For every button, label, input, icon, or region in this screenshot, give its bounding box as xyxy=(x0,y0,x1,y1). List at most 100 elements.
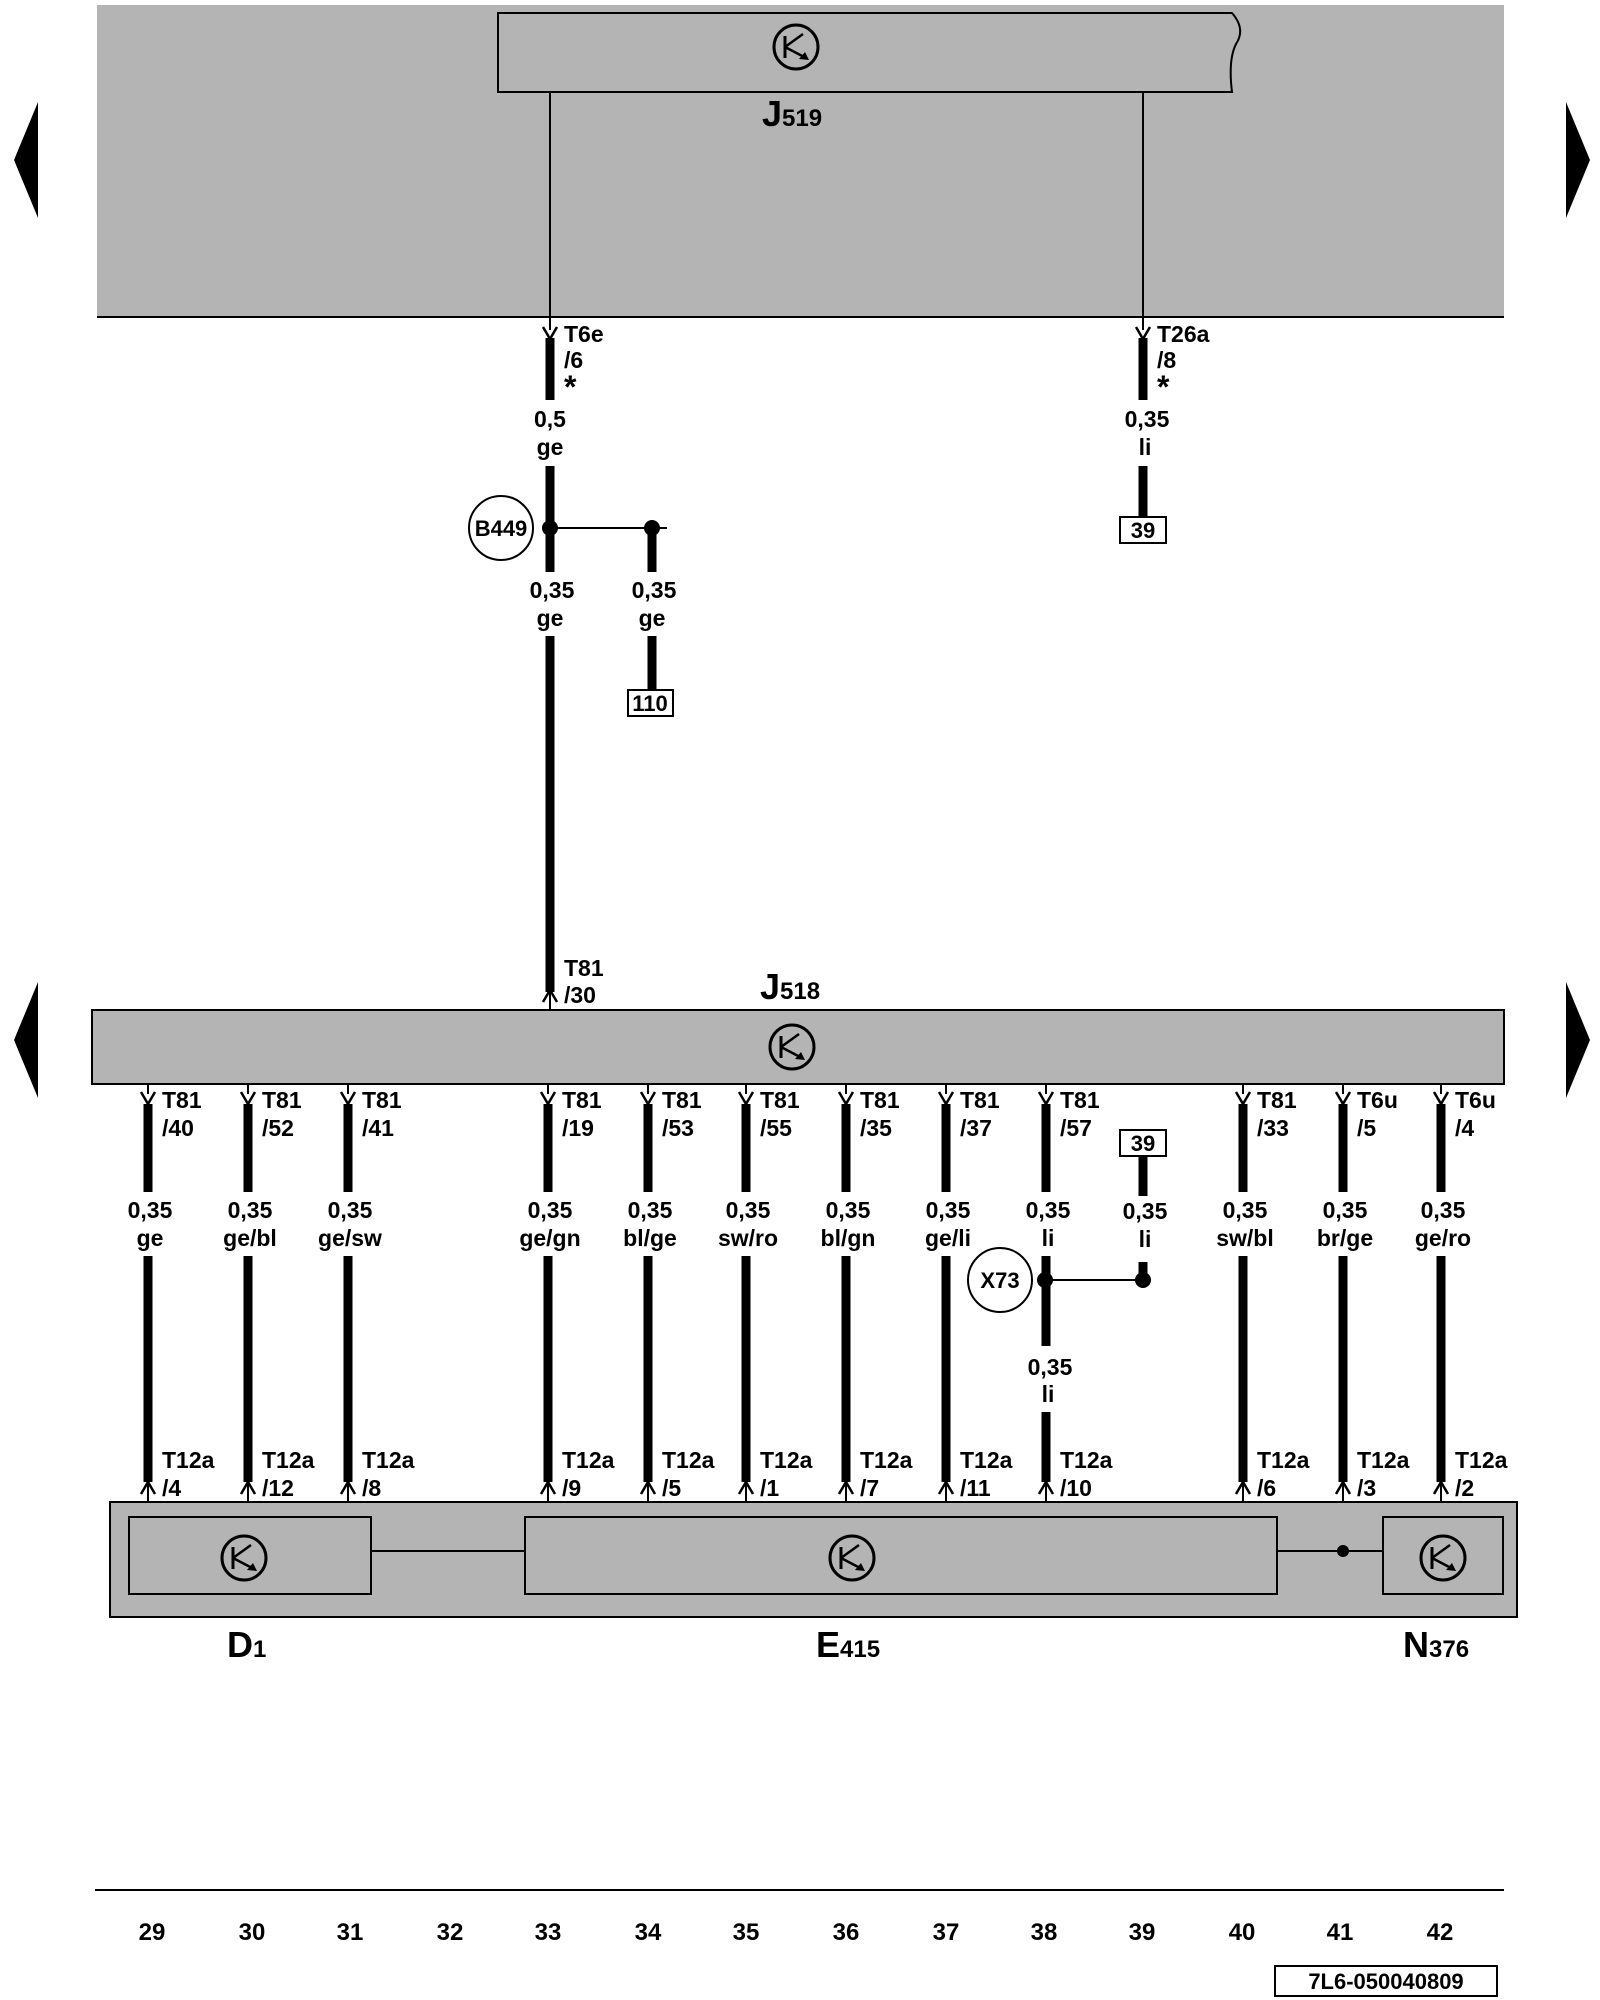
column-number: 35 xyxy=(733,1919,760,1946)
wire-size: 0,35 xyxy=(528,1197,573,1223)
pin-label: /7 xyxy=(860,1475,879,1501)
doc-number-box xyxy=(1274,1965,1498,1997)
connector-label: T12a xyxy=(960,1447,1013,1473)
pin-label: /12 xyxy=(262,1475,294,1501)
connector-label: T12a xyxy=(162,1447,215,1473)
e415-box xyxy=(524,1516,1278,1595)
wire-size: 0,35 xyxy=(926,1197,971,1223)
connector-label: T12a xyxy=(1257,1447,1310,1473)
wire-size: 0,35 xyxy=(1026,1197,1071,1223)
connector-pin-icon xyxy=(1334,1479,1352,1495)
wire-size: 0,35 xyxy=(726,1197,771,1223)
wire-color: ge/li xyxy=(925,1225,971,1251)
connector-pin-icon xyxy=(339,1479,357,1495)
ref-box-110 xyxy=(627,689,674,717)
pin-label: /8 xyxy=(1157,347,1176,373)
connector-pin-icon xyxy=(239,1479,257,1495)
column-number: 29 xyxy=(139,1919,166,1946)
connector-label: T81 xyxy=(362,1087,402,1113)
arrow-right-icon[interactable] xyxy=(1566,982,1590,1098)
wire-size: 0,35 xyxy=(1125,406,1170,432)
column-number: 33 xyxy=(535,1919,562,1946)
wire-color: li xyxy=(1139,1226,1152,1252)
splice-x73-icon xyxy=(967,1247,1033,1313)
pin-label: /19 xyxy=(562,1115,594,1141)
connector-label: T81 xyxy=(1060,1087,1100,1113)
connector-label: T81 xyxy=(1257,1087,1297,1113)
connector-label: T6u xyxy=(1455,1087,1496,1113)
n376-box xyxy=(1382,1516,1504,1595)
connector-label: T81 xyxy=(662,1087,702,1113)
wire-color: br/ge xyxy=(1317,1225,1373,1251)
wire-size: 0,35 xyxy=(530,577,575,603)
connector-label: T6u xyxy=(1357,1087,1398,1113)
wire-color: bl/gn xyxy=(821,1225,876,1251)
wire-size: 0,35 xyxy=(1028,1354,1073,1380)
pin-label: /53 xyxy=(662,1115,694,1141)
wire-color: ge/sw xyxy=(318,1225,382,1251)
pin-label: /52 xyxy=(262,1115,294,1141)
wire-color: ge xyxy=(639,605,666,631)
ref-39-label: 39 xyxy=(1131,1131,1155,1156)
column-number: 36 xyxy=(833,1919,860,1946)
wire-color: li xyxy=(1042,1225,1055,1251)
wire-color: sw/ro xyxy=(718,1225,778,1251)
connector-label: T12a xyxy=(1455,1447,1508,1473)
pin-label: /6 xyxy=(564,347,583,373)
pin-label: /37 xyxy=(960,1115,992,1141)
ref-110-label: 110 xyxy=(632,691,668,716)
wire-size: 0,5 xyxy=(534,406,566,432)
connector-label: T81 xyxy=(162,1087,202,1113)
column-number: 40 xyxy=(1229,1919,1256,1946)
connector-label: T12a xyxy=(262,1447,315,1473)
j519-label: J519 xyxy=(762,93,822,134)
wire-size: 0,35 xyxy=(1223,1197,1268,1223)
wire-color: ge/ro xyxy=(1415,1225,1471,1251)
connector-pin-icon xyxy=(737,1479,755,1495)
wire-color: bl/ge xyxy=(623,1225,677,1251)
pin-label: /57 xyxy=(1060,1115,1092,1141)
connector-pin-icon xyxy=(1432,1479,1450,1495)
wire-color: li xyxy=(1042,1381,1055,1407)
connector-label: T12a xyxy=(362,1447,415,1473)
connector-label: T81 xyxy=(564,955,604,981)
column-number: 31 xyxy=(337,1919,364,1946)
connector-label: T81 xyxy=(760,1087,800,1113)
splice-x73-label: X73 xyxy=(980,1268,1019,1293)
connector-pin-icon xyxy=(539,1479,557,1495)
wire-size: 0,35 xyxy=(628,1197,673,1223)
arrow-left-icon[interactable] xyxy=(14,102,38,218)
connector-label: T81 xyxy=(262,1087,302,1113)
connector-label: T12a xyxy=(1357,1447,1410,1473)
d1-label: D1 xyxy=(227,1624,266,1665)
wire-color: li xyxy=(1139,434,1152,460)
j519-box xyxy=(497,12,1242,93)
pin-label: /11 xyxy=(960,1475,991,1501)
pin-label: /5 xyxy=(1357,1115,1376,1141)
connector-label: T81 xyxy=(860,1087,900,1113)
doc-number: 7L6-050040809 xyxy=(1308,1969,1463,1994)
column-number: 34 xyxy=(635,1919,662,1946)
arrow-right-icon[interactable] xyxy=(1566,102,1590,218)
pin-label: /33 xyxy=(1257,1115,1289,1141)
wire-size: 0,35 xyxy=(1123,1198,1168,1224)
ref-box-39 xyxy=(1119,516,1167,544)
column-number: 32 xyxy=(437,1919,464,1946)
connector-label: T12a xyxy=(662,1447,715,1473)
pin-label: /1 xyxy=(760,1475,779,1501)
wire-color: ge/gn xyxy=(519,1225,580,1251)
splice-b449-icon xyxy=(468,495,534,561)
wire-color: sw/bl xyxy=(1216,1225,1274,1251)
connector-pin-icon xyxy=(1234,1479,1252,1495)
lower-wire-group: T81/400,35geT12a/4T81/520,35ge/blT12a/12… xyxy=(128,1084,1508,1551)
wire-color: ge xyxy=(537,605,564,631)
pin-label: /35 xyxy=(860,1115,892,1141)
connector-pin-icon xyxy=(837,1479,855,1495)
column-number: 38 xyxy=(1031,1919,1058,1946)
j518-label: J518 xyxy=(760,966,820,1007)
option-star: * xyxy=(564,369,577,405)
arrow-left-icon[interactable] xyxy=(14,982,38,1098)
ref-box-39 xyxy=(1119,1129,1167,1157)
pin-label: /4 xyxy=(1455,1115,1474,1141)
